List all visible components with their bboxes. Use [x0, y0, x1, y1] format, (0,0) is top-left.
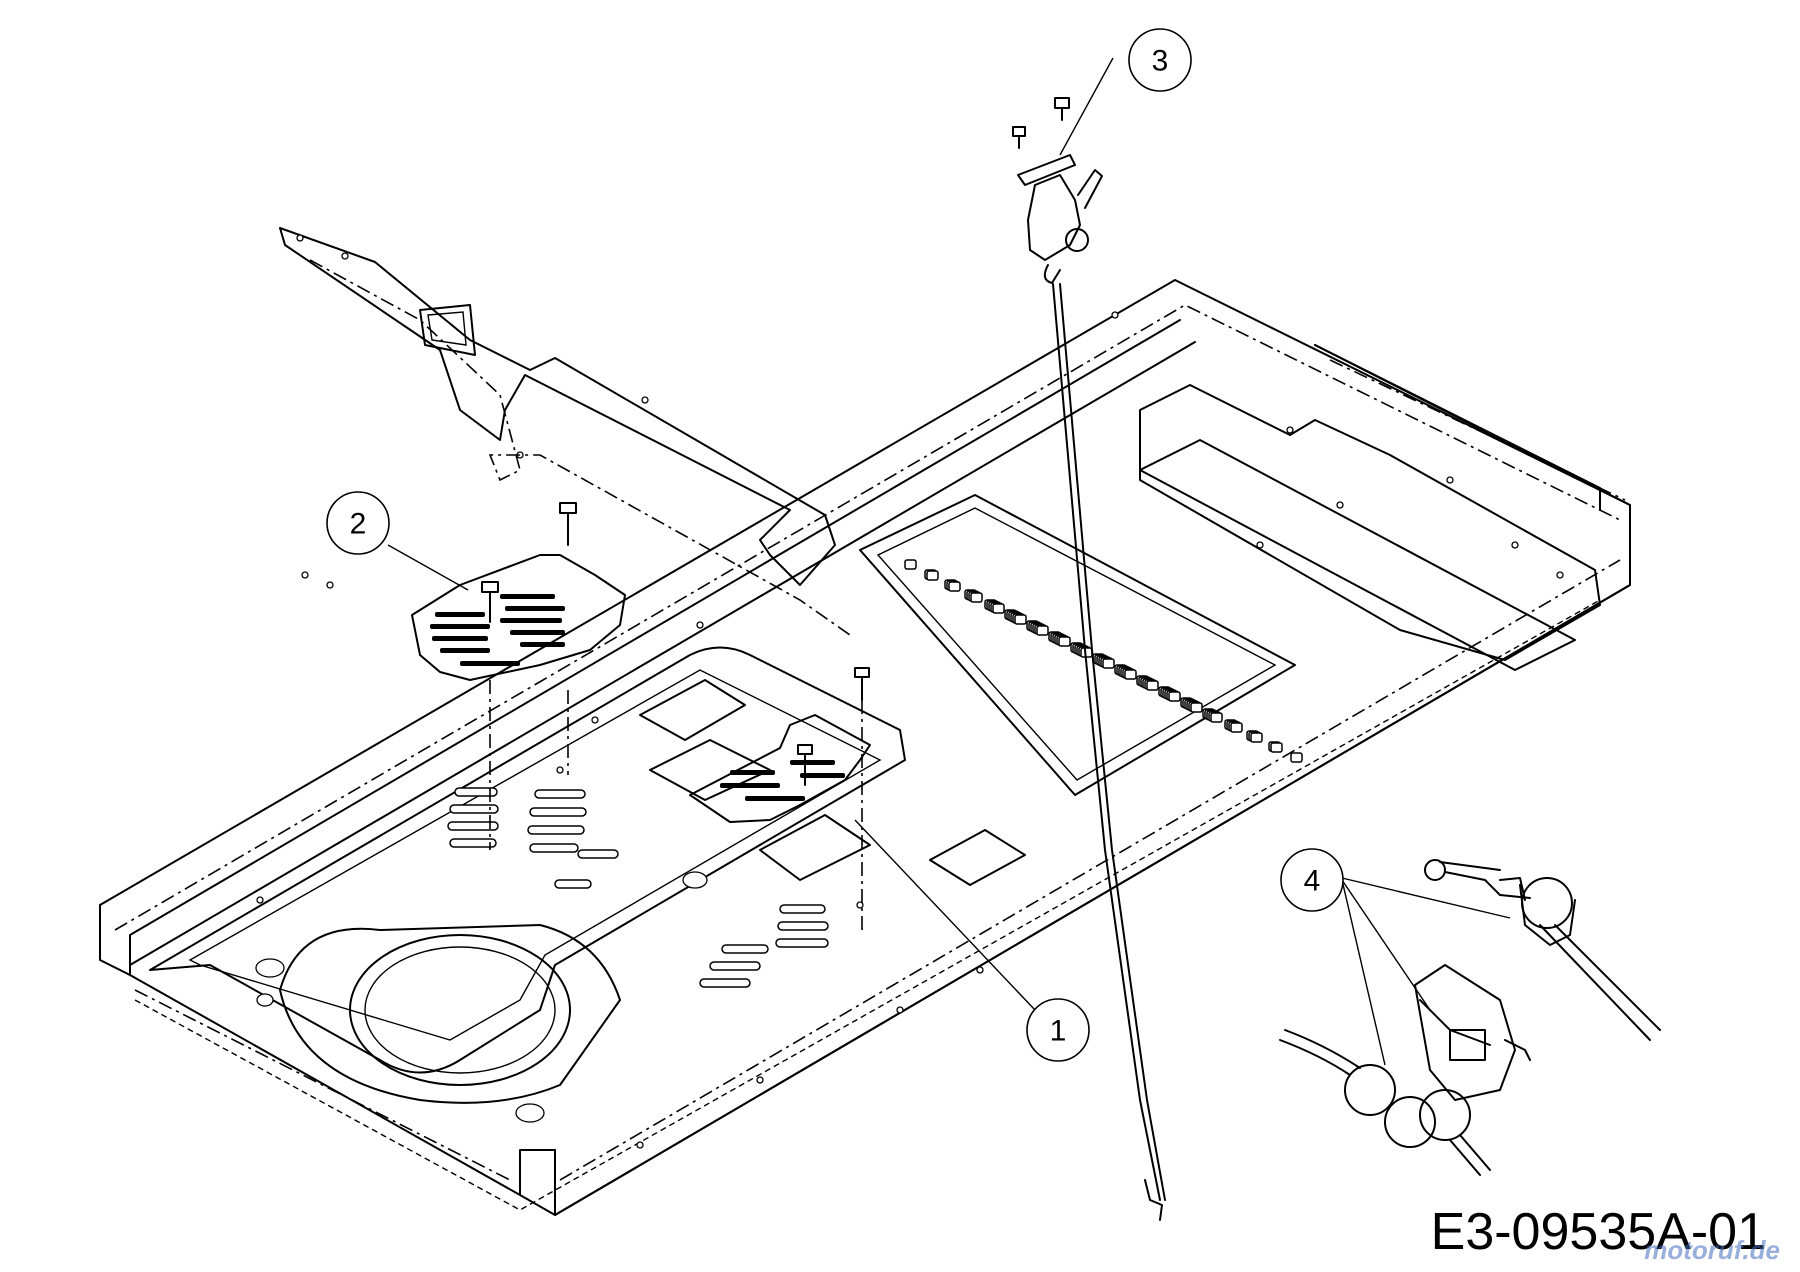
grid-square	[1270, 742, 1283, 753]
floor-vents-left	[447, 787, 587, 853]
watermark: motoruf.de	[1644, 1235, 1780, 1265]
grid-square	[1250, 732, 1263, 743]
front-cross-member	[279, 227, 851, 636]
grid-square	[1146, 680, 1159, 691]
callout-4-label: 4	[1304, 865, 1321, 898]
callout-2-label: 2	[350, 508, 367, 541]
floor-vents-right	[554, 849, 829, 988]
grid-square	[1102, 658, 1115, 669]
grid-square	[1230, 722, 1243, 733]
grid-square	[1190, 702, 1203, 713]
grid-square	[992, 603, 1005, 614]
grid-square	[1036, 625, 1049, 636]
drawing-code: E3-09535A-01	[1430, 1203, 1766, 1261]
part-1-cover-plate	[689, 667, 871, 930]
grid-square	[1058, 636, 1071, 647]
chassis-frame	[99, 279, 1631, 1216]
callout-1: 1	[854, 819, 1090, 1062]
grid-square	[926, 570, 939, 581]
grid-square	[970, 592, 983, 603]
callout-3: 3	[1059, 28, 1192, 156]
grid-square	[1168, 691, 1181, 702]
grid-square	[904, 559, 917, 570]
callout-3-label: 3	[1152, 45, 1169, 78]
footrest-panel	[859, 494, 1296, 796]
grid-square	[1124, 669, 1137, 680]
callout-1-label: 1	[1050, 1015, 1067, 1048]
part-2-cover-plate	[411, 502, 626, 850]
part-4-wiring-harness	[1279, 859, 1661, 1176]
callout-4: 4	[1280, 848, 1511, 1066]
grid-square	[1290, 752, 1303, 763]
mounting-holes	[256, 311, 1564, 1149]
grid-square	[1014, 614, 1027, 625]
grid-square	[1210, 712, 1223, 723]
footrest-grid	[904, 559, 1303, 763]
callout-2: 2	[326, 491, 469, 591]
part-3-bracket-cable	[1012, 97, 1166, 1221]
grid-square	[948, 581, 961, 592]
